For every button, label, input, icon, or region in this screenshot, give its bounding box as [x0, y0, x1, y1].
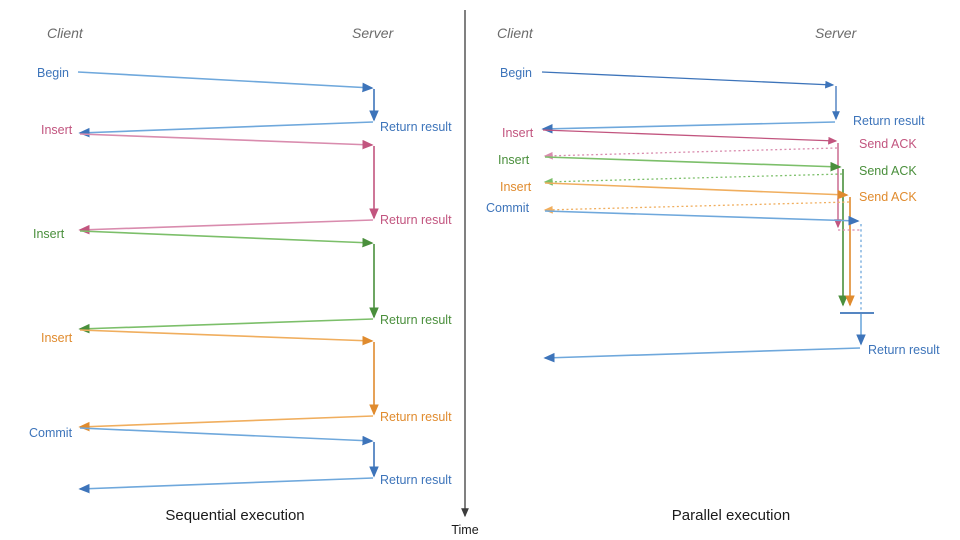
right-panel-caption: Parallel execution	[672, 507, 790, 524]
left-arrow-commit-request	[79, 427, 374, 446]
right-arrow-commit-request	[544, 210, 860, 226]
left-arrow-begin-request	[77, 71, 374, 93]
right-arrow-insert1-request	[542, 129, 838, 145]
right-server-label-ack-3: Send ACK	[859, 190, 917, 204]
left-arrow-insert2-request	[79, 230, 374, 248]
left-panel-sequential: Client Server Begin Insert	[29, 25, 452, 524]
right-client-label-insert-3: Insert	[500, 180, 532, 194]
time-axis: Time	[451, 10, 479, 537]
left-server-label-return-4: Return result	[380, 410, 452, 424]
left-server-label-return-3: Return result	[380, 313, 452, 327]
left-server-header: Server	[352, 25, 395, 41]
left-client-label-commit: Commit	[29, 426, 73, 440]
time-axis-label: Time	[451, 523, 478, 537]
right-panel-parallel: Client Server	[486, 25, 940, 524]
right-arrow-begin-request	[541, 71, 835, 89]
right-server-label-ack-2: Send ACK	[859, 164, 917, 178]
left-client-label-insert-3: Insert	[41, 331, 73, 345]
right-arrow-insert3-request	[544, 182, 849, 200]
left-client-label-insert-2: Insert	[33, 227, 65, 241]
right-server-header: Server	[815, 25, 858, 41]
right-client-label-begin: Begin	[500, 66, 532, 80]
right-arrow-insert2-request	[544, 156, 842, 172]
right-client-header: Client	[497, 25, 534, 41]
right-arrow-insert1-ack	[543, 147, 838, 160]
left-client-label-insert-1: Insert	[41, 123, 73, 137]
right-arrow-insert2-ack	[543, 173, 843, 186]
left-client-label-begin: Begin	[37, 66, 69, 80]
right-client-label-insert-1: Insert	[502, 126, 534, 140]
left-arrow-insert3-request	[79, 329, 374, 346]
right-arrow-commit-response	[543, 347, 861, 363]
right-client-label-commit: Commit	[486, 201, 530, 215]
right-server-label-return-2: Return result	[868, 343, 940, 357]
left-arrow-insert3-response	[78, 415, 374, 432]
left-arrow-insert1-request	[79, 133, 374, 150]
left-panel-caption: Sequential execution	[165, 507, 304, 524]
left-server-label-return-1: Return result	[380, 120, 452, 134]
right-server-label-ack-1: Send ACK	[859, 137, 917, 151]
right-client-label-insert-2: Insert	[498, 153, 530, 167]
right-arrow-insert3-ack	[543, 201, 850, 214]
right-arrow-begin-response	[541, 121, 836, 134]
left-server-label-return-2: Return result	[380, 213, 452, 227]
left-arrow-insert1-response	[78, 219, 374, 235]
left-arrow-commit-response	[78, 477, 374, 494]
left-client-header: Client	[47, 25, 84, 41]
right-server-label-return-1: Return result	[853, 114, 925, 128]
left-arrow-insert2-response	[78, 318, 374, 334]
left-arrow-begin-response	[78, 121, 374, 138]
left-server-label-return-5: Return result	[380, 473, 452, 487]
